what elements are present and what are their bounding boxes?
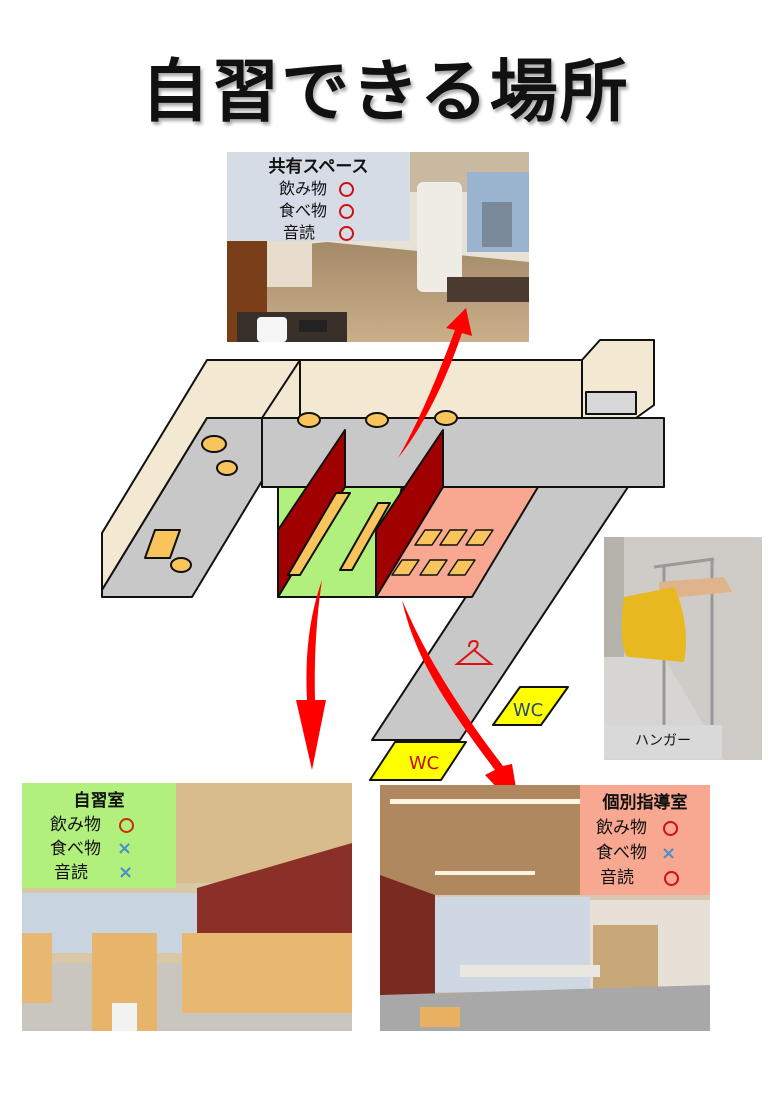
shared-space-title: 共有スペース	[268, 157, 369, 177]
legend-label: 食べ物	[596, 843, 647, 863]
not-allowed-x-icon: ×	[118, 862, 134, 883]
legend-row-food: 食べ物 ×	[580, 841, 710, 866]
study-desk	[339, 502, 391, 571]
wc-label: WC	[409, 753, 439, 774]
arrows	[296, 308, 520, 812]
allowed-circle-icon	[664, 871, 679, 886]
legend-label: 飲み物	[279, 179, 328, 198]
legend-row-drinks: 飲み物	[22, 813, 176, 837]
legend-label: 音読	[600, 868, 634, 888]
arrow-to-tutoring	[402, 600, 520, 812]
legend-row-food: 食べ物	[227, 200, 410, 222]
not-allowed-x-icon: ×	[117, 838, 133, 859]
self-study-room-title: 自習室	[73, 791, 125, 811]
allowed-circle-icon	[339, 203, 355, 219]
legend-row-reading-aloud: 音読	[227, 222, 410, 244]
wc-area-right	[492, 686, 569, 726]
wc-label: WC	[513, 700, 543, 721]
hanger-caption: ハンガー	[604, 725, 722, 758]
arrow-to-shared-space	[398, 308, 472, 458]
legend-row-reading-aloud: 音読	[580, 866, 710, 891]
shared-space-scene	[227, 152, 529, 342]
legend-row-food: 食べ物 ×	[22, 837, 176, 861]
arrow-to-self-study	[296, 580, 326, 770]
legend-label: 食べ物	[279, 201, 328, 220]
legend-label: 飲み物	[50, 815, 101, 835]
shared-space-photo	[227, 152, 529, 342]
tutoring-room-photo	[380, 785, 710, 1031]
page-title: 自習できる場所	[141, 53, 630, 132]
legend-row-drinks: 飲み物	[580, 816, 710, 841]
self-study-room-legend: 自習室 飲み物 食べ物 × 音読 ×	[22, 783, 176, 888]
not-allowed-x-icon: ×	[661, 842, 677, 864]
wc-area-left	[369, 741, 467, 781]
allowed-circle-icon	[339, 225, 355, 241]
allowed-circle-icon	[119, 817, 134, 833]
hanger-icon	[454, 639, 494, 665]
legend-row-drinks: 飲み物	[227, 178, 410, 200]
legend-label: 飲み物	[596, 818, 647, 838]
legend-label: 食べ物	[50, 839, 101, 859]
tutoring-room-title: 個別指導室	[602, 793, 688, 813]
legend-label: 音読	[283, 223, 316, 242]
allowed-circle-icon	[663, 821, 678, 836]
partition-right	[375, 429, 444, 598]
study-desk	[287, 492, 351, 576]
tutoring-room-legend: 個別指導室 飲み物 食べ物 × 音読	[580, 785, 710, 895]
legend-label: 音読	[54, 863, 88, 883]
allowed-circle-icon	[339, 181, 355, 197]
legend-row-reading-aloud: 音読 ×	[22, 861, 176, 885]
shared-space-legend: 共有スペース 飲み物 食べ物 音読	[227, 152, 410, 244]
